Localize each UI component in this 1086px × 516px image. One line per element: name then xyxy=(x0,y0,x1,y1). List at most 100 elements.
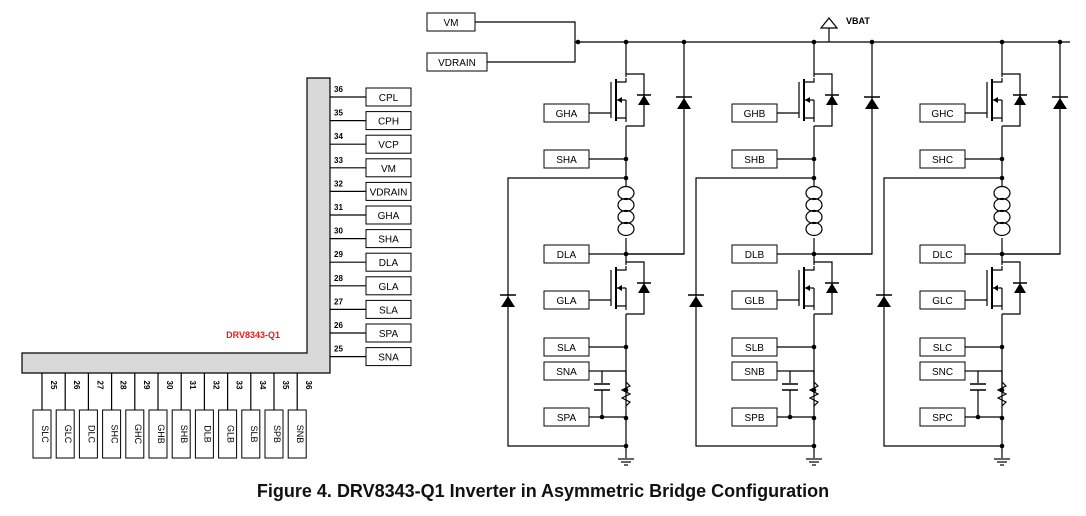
pin-number-28: 28 xyxy=(334,274,343,283)
pin-label-ghb xyxy=(148,409,168,459)
inductor-0-turn xyxy=(617,221,635,237)
inductor-1 xyxy=(805,185,823,237)
high-side-mosfet-ghb-part xyxy=(804,78,815,83)
freewheel-diode-low-2 xyxy=(877,296,891,307)
low-side-mosfet-glc-part xyxy=(993,285,998,291)
pin-number-32: 32 xyxy=(334,179,343,188)
shunt-resistor-1 xyxy=(808,381,820,407)
diode-wire xyxy=(1002,250,1061,255)
shunt-resistor-0 xyxy=(620,381,632,407)
pin-label-ghb-text: GHB xyxy=(156,424,166,444)
junction-dot xyxy=(1057,39,1063,45)
inductor-1-turn xyxy=(805,209,823,225)
freewheel-diode-high-1 xyxy=(865,98,879,109)
vm-wire xyxy=(475,21,576,42)
label-dlb-text: DLB xyxy=(745,250,765,261)
inductor-1-turn xyxy=(805,197,823,213)
pin-label-glb xyxy=(218,409,238,459)
pin-label-dlc xyxy=(78,409,98,459)
high-side-mosfet-gha-part xyxy=(617,97,622,103)
figure-caption: Figure 4. DRV8343-Q1 Inverter in Asymmet… xyxy=(256,481,830,501)
low-side-mosfet-glb-part xyxy=(804,266,815,271)
low-side-mosfet-glb-part xyxy=(804,305,815,310)
pin-number-26: 26 xyxy=(72,381,81,390)
pin-label-sna xyxy=(365,347,412,367)
diode-wire xyxy=(814,250,873,255)
label-snc-text: SNC xyxy=(932,367,953,378)
pin-number-25: 25 xyxy=(334,345,343,354)
label-gha-text: GHA xyxy=(556,109,578,120)
pin-label-cpl xyxy=(365,87,412,107)
label-shb-text: SHB xyxy=(744,155,765,166)
pin-number-36: 36 xyxy=(304,381,313,390)
high-side-mosfet-ghb-part xyxy=(805,97,810,103)
high-side-mosfet-gha-part xyxy=(638,95,650,105)
low-side-mosfet-glc-part xyxy=(1014,283,1026,293)
label-spc-text: SPC xyxy=(932,413,953,424)
high-side-mosfet-ghc-part xyxy=(992,117,1003,122)
pin-label-sha-text: SHA xyxy=(378,235,399,246)
pin-label-vdrain xyxy=(365,181,412,201)
pin-label-glc-text: GLC xyxy=(63,425,73,444)
pin-label-sla-text: SLA xyxy=(379,305,398,316)
low-side-mosfet-gla-part xyxy=(616,305,627,310)
vbat-symbol xyxy=(819,17,839,29)
junction-dot xyxy=(623,415,629,421)
pin-label-dla-text: DLA xyxy=(379,258,399,269)
pin-label-snb xyxy=(287,409,307,459)
pin-number-27: 27 xyxy=(334,297,343,306)
junction-dot xyxy=(869,39,875,45)
inductor-0-turn xyxy=(617,197,635,213)
pin-number-33: 33 xyxy=(235,381,244,390)
junction-dot xyxy=(787,414,793,420)
pin-label-gla xyxy=(365,276,412,296)
label-slb-text: SLB xyxy=(745,343,764,354)
pin-label-dlb-text: DLB xyxy=(202,425,212,443)
junction-dot xyxy=(999,39,1005,45)
pin-label-slb xyxy=(241,409,261,459)
low-side-mosfet-glc-part xyxy=(992,305,1003,310)
pin-label-ghc-text: GHC xyxy=(133,424,143,445)
pin-label-cph xyxy=(365,111,412,131)
high-side-mosfet-ghb xyxy=(798,73,839,127)
loop-wire-0 xyxy=(507,177,626,447)
pin-number-34: 34 xyxy=(334,132,343,141)
pin-number-30: 30 xyxy=(165,381,174,390)
label-spb-text: SPB xyxy=(744,413,764,424)
pin-label-dlb xyxy=(194,409,214,459)
freewheel-diode-low-0 xyxy=(501,296,515,307)
label-slc-text: SLC xyxy=(933,343,952,354)
sn-wire xyxy=(978,370,1003,390)
pin-label-vcp-text: VCP xyxy=(378,140,399,151)
label-sna-text: SNA xyxy=(556,367,577,378)
label-glc-text: GLC xyxy=(932,296,953,307)
sn-wire xyxy=(602,370,627,390)
diode-wire xyxy=(626,250,685,255)
label-ghc-text: GHC xyxy=(931,109,953,120)
pin-number-32: 32 xyxy=(211,381,220,390)
pin-label-cph-text: CPH xyxy=(378,117,399,128)
junction-dot xyxy=(599,414,605,420)
chip-part-label: DRV8343-Q1 xyxy=(226,330,280,340)
inductor-2-turn xyxy=(993,197,1011,213)
pin-number-31: 31 xyxy=(334,203,343,212)
label-dlc-text: DLC xyxy=(932,250,952,261)
inductor-0 xyxy=(617,185,635,237)
pin-number-36: 36 xyxy=(334,85,343,94)
vdrain-label-text: VDRAIN xyxy=(438,58,476,69)
pin-label-vm xyxy=(365,158,412,178)
low-side-mosfet-glb-part xyxy=(805,285,810,291)
low-side-mosfet-gla-part xyxy=(616,266,627,271)
pin-label-slc xyxy=(32,409,52,459)
high-side-mosfet-gha xyxy=(610,73,651,127)
pin-label-dlc-text: DLC xyxy=(86,425,96,444)
pin-number-35: 35 xyxy=(281,381,290,390)
pin-label-glb-text: GLB xyxy=(226,425,236,443)
inductor-2-turn xyxy=(993,221,1011,237)
sn-wire xyxy=(790,370,815,390)
inductor-2 xyxy=(993,185,1011,237)
inductor-0-turn xyxy=(617,209,635,225)
low-side-mosfet-gla xyxy=(610,261,651,315)
high-side-mosfet-gha-part xyxy=(616,78,627,83)
